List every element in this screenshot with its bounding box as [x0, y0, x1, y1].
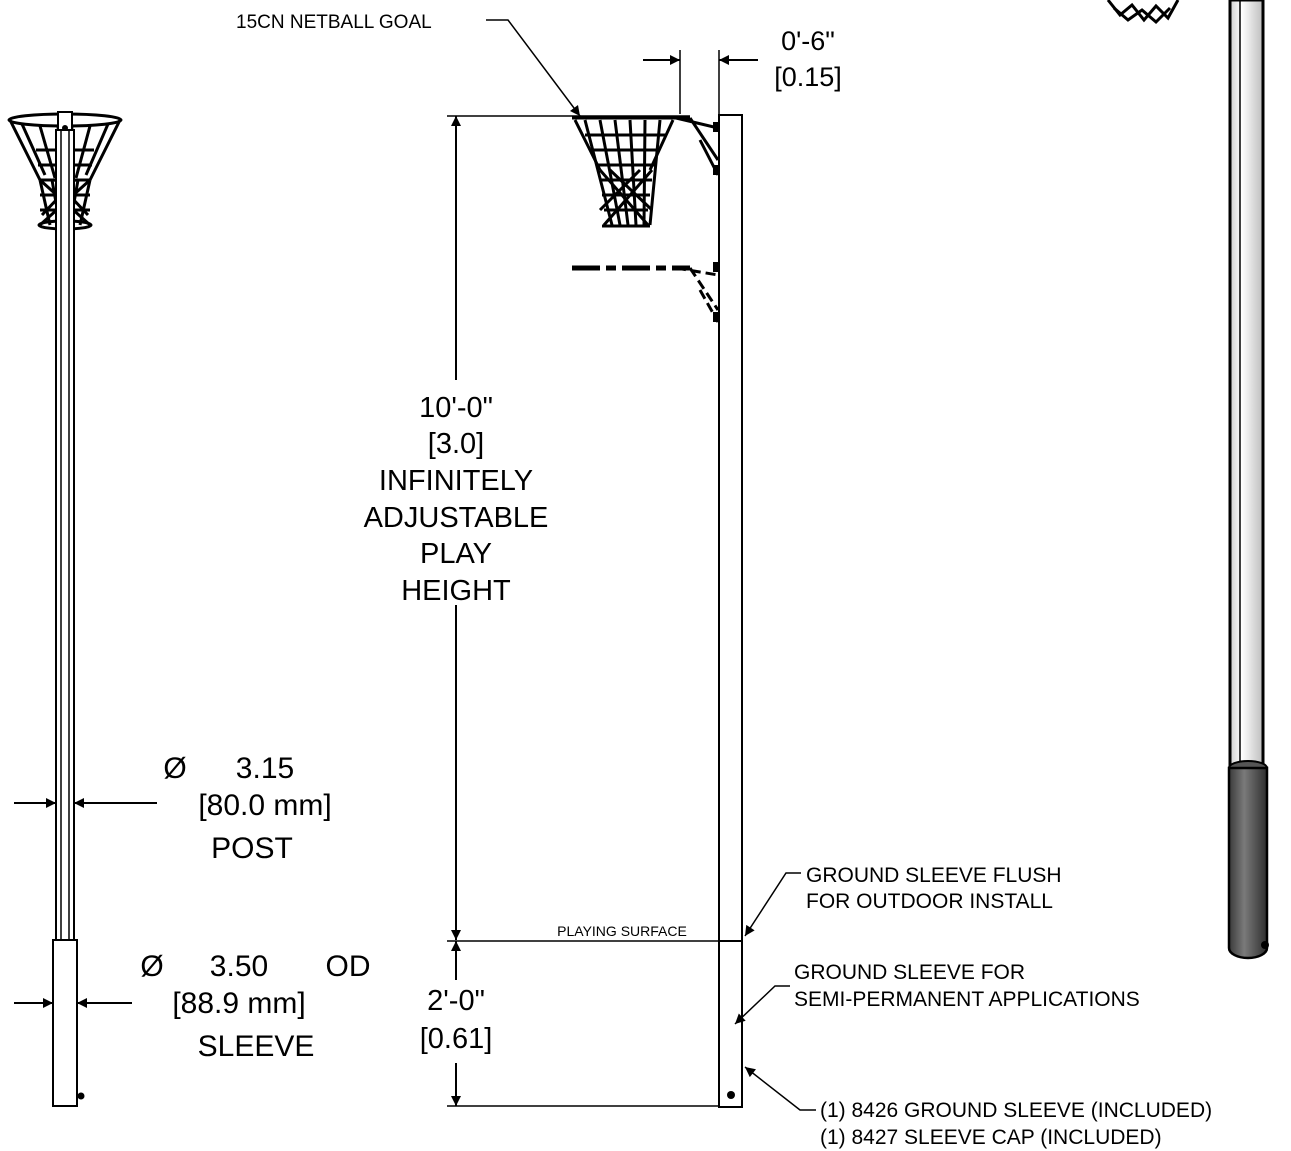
semi-line-2: SEMI-PERMANENT APPLICATIONS: [794, 988, 1140, 1011]
flush-line-1: GROUND SLEEVE FLUSH: [806, 864, 1062, 887]
sleeve-od-label: OD: [326, 950, 371, 983]
height-note-1: INFINITELY: [379, 465, 533, 497]
flush-line-2: FOR OUTDOOR INSTALL: [806, 890, 1053, 913]
isometric-view-post: [1228, 0, 1265, 772]
parts-line-1: (1) 8426 GROUND SLEEVE (INCLUDED): [820, 1099, 1212, 1122]
depth-dimension: 2'-0" [0.61]: [420, 941, 719, 1107]
isometric-view: [1106, 0, 1269, 960]
offset-dimension: 0'-6" [0.15]: [643, 26, 842, 114]
semi-line-1: GROUND SLEEVE FOR: [794, 961, 1025, 984]
post-diameter-symbol: Ø: [163, 752, 186, 785]
semi-permanent-callout: GROUND SLEEVE FOR SEMI-PERMANENT APPLICA…: [734, 961, 1140, 1025]
side-view-alt-hoop: [572, 262, 720, 323]
side-view: [572, 114, 743, 1108]
playing-surface-line: PLAYING SURFACE: [447, 923, 719, 942]
depth-imperial: 2'-0": [427, 985, 485, 1017]
height-note-3: PLAY: [420, 538, 492, 570]
side-view-post: [718, 114, 743, 942]
post-diameter-metric: [80.0 mm]: [198, 789, 331, 822]
parts-line-2: (1) 8427 SLEEVE CAP (INCLUDED): [820, 1126, 1162, 1149]
isometric-view-sleeve: [1227, 766, 1269, 960]
height-note-2: ADJUSTABLE: [364, 502, 549, 534]
flush-callout: GROUND SLEEVE FLUSH FOR OUTDOOR INSTALL: [744, 864, 1062, 937]
sleeve-diameter-value: 3.50: [210, 950, 268, 983]
goal-callout: 15CN NETBALL GOAL: [236, 12, 581, 117]
front-view-post: [55, 129, 75, 941]
offset-metric: [0.15]: [774, 62, 842, 92]
sleeve-diameter-dimension: Ø 3.50 OD [88.9 mm] SLEEVE: [14, 950, 371, 1063]
sleeve-label: SLEEVE: [198, 1030, 315, 1063]
height-imperial: 10'-0": [419, 392, 493, 424]
sleeve-diameter-symbol: Ø: [140, 950, 163, 983]
front-view: [7, 111, 123, 1107]
side-view-sleeve: [718, 940, 743, 1108]
playing-surface-label: PLAYING SURFACE: [557, 923, 687, 939]
post-diameter-value: 3.15: [236, 752, 294, 785]
isometric-view-net: [1106, 0, 1180, 25]
post-label: POST: [211, 832, 293, 865]
height-metric: [3.0]: [428, 428, 484, 460]
sleeve-diameter-metric: [88.9 mm]: [172, 987, 305, 1020]
depth-metric: [0.61]: [420, 1023, 493, 1055]
post-diameter-dimension: Ø 3.15 [80.0 mm] POST: [14, 752, 332, 865]
goal-label: 15CN NETBALL GOAL: [236, 12, 432, 33]
side-view-hoop: [572, 116, 720, 228]
height-note-4: HEIGHT: [401, 575, 511, 607]
front-view-sleeve: [52, 939, 78, 1107]
offset-imperial: 0'-6": [781, 26, 835, 56]
height-dimension: 10'-0" [3.0] INFINITELY ADJUSTABLE PLAY …: [364, 115, 690, 940]
parts-callout: (1) 8426 GROUND SLEEVE (INCLUDED) (1) 84…: [744, 1066, 1212, 1149]
